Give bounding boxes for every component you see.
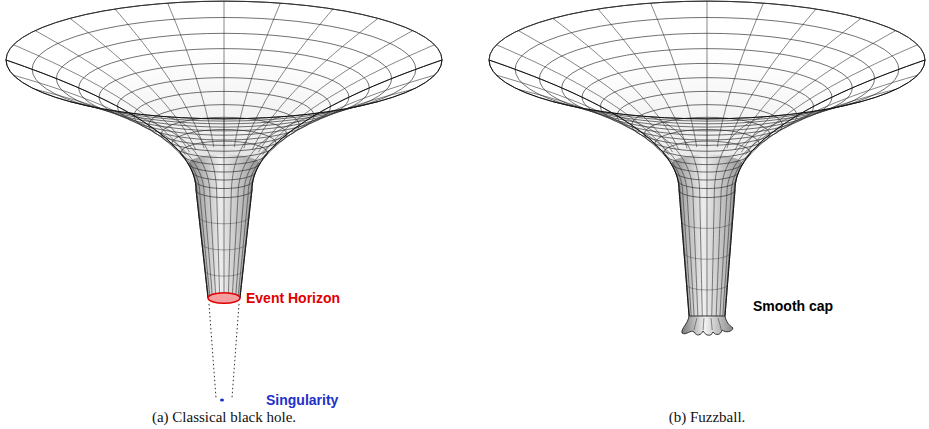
grid-meridian <box>489 60 689 316</box>
grid-meridian <box>707 1 708 147</box>
figure-caption: (b) Fuzzball. <box>669 408 746 426</box>
figure-caption: (a) Classical black hole. <box>152 408 296 426</box>
grid-meridian <box>707 119 708 321</box>
grid-meridian <box>735 18 861 150</box>
grid-meridian <box>70 18 196 150</box>
funnel-outline <box>489 60 689 316</box>
grid-meridian <box>224 1 225 147</box>
event-horizon-label: Event Horizon <box>246 290 340 307</box>
grid-meridian <box>13 45 185 155</box>
funnel-rim <box>489 60 925 119</box>
grid-meridian <box>235 102 378 302</box>
cap-fold <box>703 318 705 330</box>
grid-meridian <box>716 111 816 320</box>
grid-meridian <box>518 31 672 153</box>
grid-meridian <box>168 3 214 147</box>
smooth-cap <box>682 316 733 335</box>
grid-meridian <box>240 60 442 298</box>
dotted-extension <box>209 304 216 398</box>
grid-meridian <box>727 9 816 148</box>
grid-meridian <box>598 111 698 320</box>
grid-meridian <box>742 31 896 153</box>
funnel-surface <box>489 1 925 321</box>
grid-meridian <box>651 3 697 147</box>
grid-meridian <box>263 45 435 155</box>
dotted-extension <box>232 304 239 398</box>
grid-meridian <box>168 117 220 302</box>
grid-meridian <box>720 102 861 320</box>
grid-meridian <box>553 18 679 150</box>
funnel-outline <box>725 60 925 316</box>
grid-meridian <box>6 60 208 298</box>
grid-meridian <box>238 89 413 300</box>
grid-meridian <box>252 18 378 150</box>
grid-meridian <box>598 9 687 148</box>
grid-meridian <box>717 3 763 147</box>
grid-meridian <box>725 60 925 316</box>
funnel-surface <box>6 1 442 302</box>
funnel-outline <box>6 60 208 298</box>
grid-meridian <box>240 75 435 299</box>
grid-meridian <box>496 45 668 155</box>
grid-meridian <box>70 102 213 302</box>
cap-fold <box>718 318 721 330</box>
cap-fold <box>711 318 712 330</box>
grid-meridian <box>35 31 189 153</box>
event-horizon-ring <box>208 293 240 304</box>
cap-fold <box>694 318 697 330</box>
grid-meridian <box>553 102 694 320</box>
grid-meridian <box>723 89 896 318</box>
smooth-cap-label: Smooth cap <box>753 298 833 315</box>
grid-meridian <box>496 75 689 317</box>
funnel-rim <box>6 60 442 119</box>
singularity-dot <box>220 399 224 402</box>
singularity-label: Singularity <box>266 392 338 409</box>
grid-meridian <box>234 3 280 147</box>
grid-meridian <box>746 45 918 155</box>
grid-meridian <box>228 117 280 302</box>
grid-meridian <box>244 9 333 148</box>
grid-meridian <box>115 9 204 148</box>
funnel-outline <box>240 60 442 298</box>
grid-meridian <box>518 89 691 318</box>
grid-meridian <box>35 89 210 300</box>
grid-meridian <box>259 31 413 153</box>
grid-meridian <box>13 75 208 299</box>
